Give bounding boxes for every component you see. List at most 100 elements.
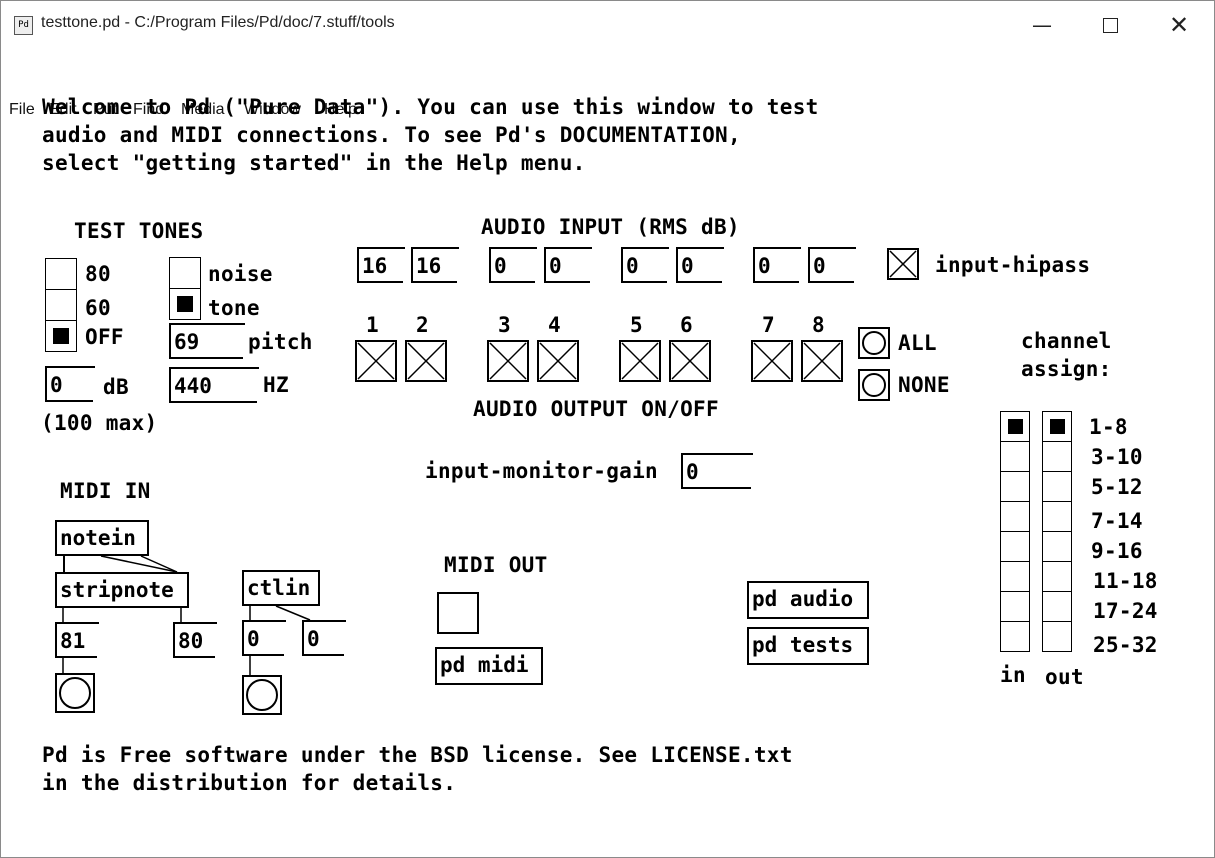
patch-canvas[interactable]: Welcome to Pd ("Pure Data"). You can use… (1, 77, 1214, 857)
note-number-box[interactable]: 81 (55, 622, 99, 658)
assign-out-option-7-14[interactable] (1042, 501, 1072, 532)
level-label-60: 60 (85, 296, 111, 320)
output-toggle-4[interactable] (537, 340, 579, 382)
input-meter-6[interactable]: 0 (676, 247, 724, 283)
assign-in-option-11-18[interactable] (1000, 561, 1030, 592)
note-bang[interactable] (55, 673, 95, 713)
input-hipass-toggle[interactable] (887, 248, 919, 280)
assign-out-option-17-24[interactable] (1042, 591, 1072, 622)
maximize-button[interactable] (1075, 1, 1145, 49)
menu-edit[interactable]: Edit (49, 101, 77, 118)
range-label-8: 25-32 (1093, 633, 1158, 657)
assign-in-option-17-24[interactable] (1000, 591, 1030, 622)
input-meter-5[interactable]: 0 (621, 247, 669, 283)
level-option-80[interactable] (45, 258, 77, 290)
welcome-line-2: audio and MIDI connections. To see Pd's … (42, 123, 741, 147)
license-line-1: Pd is Free software under the BSD licens… (42, 743, 793, 767)
menu-media[interactable]: Media (181, 101, 225, 118)
hz-label: HZ (263, 373, 289, 397)
audio-input-title: AUDIO INPUT (RMS dB) (481, 215, 740, 239)
velocity-number-box[interactable]: 80 (173, 622, 217, 658)
db-number-box[interactable]: 0 (45, 366, 95, 402)
input-hipass-label: input-hipass (935, 253, 1091, 277)
assign-in-option-9-16[interactable] (1000, 531, 1030, 562)
all-label: ALL (898, 331, 937, 355)
ctl-number-box[interactable]: 0 (302, 620, 346, 656)
input-meter-2[interactable]: 16 (411, 247, 459, 283)
welcome-line-1: Welcome to Pd ("Pure Data"). You can use… (42, 95, 819, 119)
assign-out-option-5-12[interactable] (1042, 471, 1072, 502)
close-icon: ✕ (1168, 11, 1190, 39)
notein-object[interactable]: notein (55, 520, 149, 556)
tone-type-tone[interactable] (169, 288, 201, 320)
pd-tests-subpatch[interactable]: pd tests (747, 627, 869, 665)
ctl-value-number-box[interactable]: 0 (242, 620, 286, 656)
assign-out-option-25-32[interactable] (1042, 621, 1072, 652)
range-label-3: 5-12 (1091, 475, 1143, 499)
midi-out-number-input[interactable] (437, 592, 479, 634)
output-toggle-3[interactable] (487, 340, 529, 382)
assign-out-option-9-16[interactable] (1042, 531, 1072, 562)
toggle-x-icon (753, 342, 791, 380)
hz-number-box[interactable]: 440 (169, 367, 259, 403)
pd-midi-subpatch[interactable]: pd midi (435, 647, 543, 685)
level-label-80: 80 (85, 262, 111, 286)
level-option-60[interactable] (45, 289, 77, 321)
channel-number-3: 3 (498, 313, 511, 337)
tone-type-label-tone: tone (208, 296, 260, 320)
ctlin-object[interactable]: ctlin (242, 570, 320, 606)
output-toggle-6[interactable] (669, 340, 711, 382)
assign-out-option-3-10[interactable] (1042, 441, 1072, 472)
monitor-gain-number-box[interactable]: 0 (681, 453, 753, 489)
title-bar[interactable]: Pd testtone.pd - C:/Program Files/Pd/doc… (1, 1, 1214, 49)
selected-marker (53, 328, 69, 344)
output-toggle-2[interactable] (405, 340, 447, 382)
tone-type-label-noise: noise (208, 262, 273, 286)
channel-number-6: 6 (680, 313, 693, 337)
assign-in-option-3-10[interactable] (1000, 441, 1030, 472)
input-meter-3[interactable]: 0 (489, 247, 537, 283)
minimize-button[interactable]: — (1007, 1, 1077, 49)
toggle-x-icon (621, 342, 659, 380)
assign-out-option-11-18[interactable] (1042, 561, 1072, 592)
channel-assign-title-2: assign: (1021, 357, 1112, 381)
pd-app-icon: Pd (14, 16, 33, 35)
input-meter-7[interactable]: 0 (753, 247, 801, 283)
menu-help[interactable]: Help (324, 101, 357, 118)
channel-number-5: 5 (630, 313, 643, 337)
close-button[interactable]: ✕ (1144, 1, 1214, 49)
all-bang-button[interactable] (858, 327, 890, 359)
none-bang-button[interactable] (858, 369, 890, 401)
tone-type-noise[interactable] (169, 257, 201, 289)
menu-file[interactable]: File (9, 101, 35, 118)
selected-marker (177, 296, 193, 312)
toggle-x-icon (889, 250, 917, 278)
bang-circle-icon (862, 373, 886, 397)
ctl-bang[interactable] (242, 675, 282, 715)
pd-audio-subpatch[interactable]: pd audio (747, 581, 869, 619)
input-meter-4[interactable]: 0 (544, 247, 592, 283)
output-toggle-7[interactable] (751, 340, 793, 382)
assign-in-option-1-8[interactable] (1000, 411, 1030, 442)
assign-out-label: out (1045, 665, 1084, 689)
output-toggle-5[interactable] (619, 340, 661, 382)
assign-in-option-5-12[interactable] (1000, 471, 1030, 502)
toggle-x-icon (803, 342, 841, 380)
assign-in-option-25-32[interactable] (1000, 621, 1030, 652)
menu-window[interactable]: Window (244, 101, 301, 118)
selected-marker (1008, 419, 1023, 434)
output-toggle-8[interactable] (801, 340, 843, 382)
selected-marker (1050, 419, 1065, 434)
output-toggle-1[interactable] (355, 340, 397, 382)
pitch-number-box[interactable]: 69 (169, 323, 245, 359)
assign-in-option-7-14[interactable] (1000, 501, 1030, 532)
stripnote-object[interactable]: stripnote (55, 572, 189, 608)
menu-put[interactable]: Put (93, 101, 118, 118)
input-meter-1[interactable]: 16 (357, 247, 405, 283)
level-option-off[interactable] (45, 320, 77, 352)
none-label: NONE (898, 373, 950, 397)
input-meter-8[interactable]: 0 (808, 247, 856, 283)
assign-out-option-1-8[interactable] (1042, 411, 1072, 442)
menu-find[interactable]: Find (133, 101, 165, 118)
